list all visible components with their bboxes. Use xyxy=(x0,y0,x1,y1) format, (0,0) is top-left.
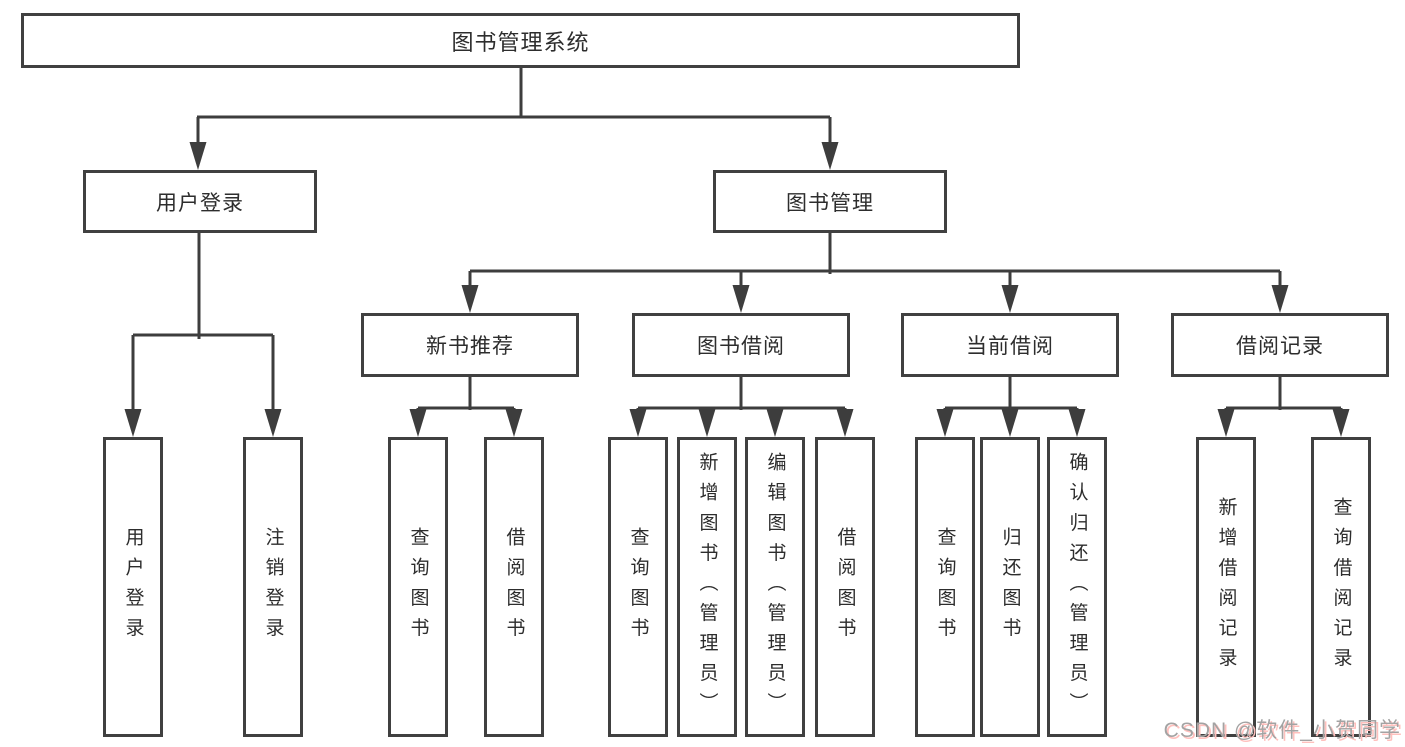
node-root-system: 图书管理系统 xyxy=(21,13,1020,68)
node-new-book-recommend: 新书推荐 xyxy=(361,313,579,377)
node-book-borrowing: 图书借阅 xyxy=(632,313,850,377)
leaf-newbooks-borrow-label: 借阅图书 xyxy=(503,526,525,648)
node-book-borrowing-label: 图书借阅 xyxy=(697,335,785,358)
node-current-borrowing-label: 当前借阅 xyxy=(966,335,1054,358)
node-borrow-records-label: 借阅记录 xyxy=(1236,335,1324,358)
leaf-current-query-label: 查询图书 xyxy=(934,526,956,648)
leaf-records-add: 新增借阅记录 xyxy=(1196,437,1256,737)
leaf-current-confirm-admin-label: 确认归还（管理员） xyxy=(1066,451,1088,723)
leaf-current-confirm-admin: 确认归还（管理员） xyxy=(1047,437,1107,737)
node-user-login: 用户登录 xyxy=(83,170,317,233)
node-root-label: 图书管理系统 xyxy=(451,29,590,55)
leaf-borrowing-borrow: 借阅图书 xyxy=(815,437,875,737)
leaf-user-login-label: 用户登录 xyxy=(122,526,144,648)
leaf-records-query: 查询借阅记录 xyxy=(1311,437,1371,737)
leaf-logout: 注销登录 xyxy=(243,437,303,737)
leaf-newbooks-query: 查询图书 xyxy=(388,437,448,737)
node-book-management: 图书管理 xyxy=(713,170,947,233)
leaf-newbooks-query-label: 查询图书 xyxy=(407,526,429,648)
leaf-logout-label: 注销登录 xyxy=(262,526,284,648)
node-new-book-recommend-label: 新书推荐 xyxy=(426,335,514,358)
node-current-borrowing: 当前借阅 xyxy=(901,313,1119,377)
leaf-borrowing-query-label: 查询图书 xyxy=(627,526,649,648)
node-user-login-label: 用户登录 xyxy=(156,191,244,215)
node-borrow-records: 借阅记录 xyxy=(1171,313,1389,377)
leaf-records-add-label: 新增借阅记录 xyxy=(1215,496,1237,678)
leaf-newbooks-borrow: 借阅图书 xyxy=(484,437,544,737)
leaf-current-return: 归还图书 xyxy=(980,437,1040,737)
leaf-borrowing-add-admin-label: 新增图书（管理员） xyxy=(696,451,718,723)
leaf-borrowing-borrow-label: 借阅图书 xyxy=(834,526,856,648)
leaf-user-login: 用户登录 xyxy=(103,437,163,737)
csdn-watermark: CSDN @软件_小贺同学 xyxy=(1163,719,1401,742)
leaf-current-return-label: 归还图书 xyxy=(999,526,1021,648)
leaf-borrowing-query: 查询图书 xyxy=(608,437,668,737)
leaf-borrowing-edit-admin: 编辑图书（管理员） xyxy=(745,437,805,737)
node-book-management-label: 图书管理 xyxy=(786,191,874,215)
leaf-borrowing-add-admin: 新增图书（管理员） xyxy=(677,437,737,737)
leaf-borrowing-edit-admin-label: 编辑图书（管理员） xyxy=(764,451,786,723)
leaf-records-query-label: 查询借阅记录 xyxy=(1330,496,1352,678)
leaf-current-query: 查询图书 xyxy=(915,437,975,737)
